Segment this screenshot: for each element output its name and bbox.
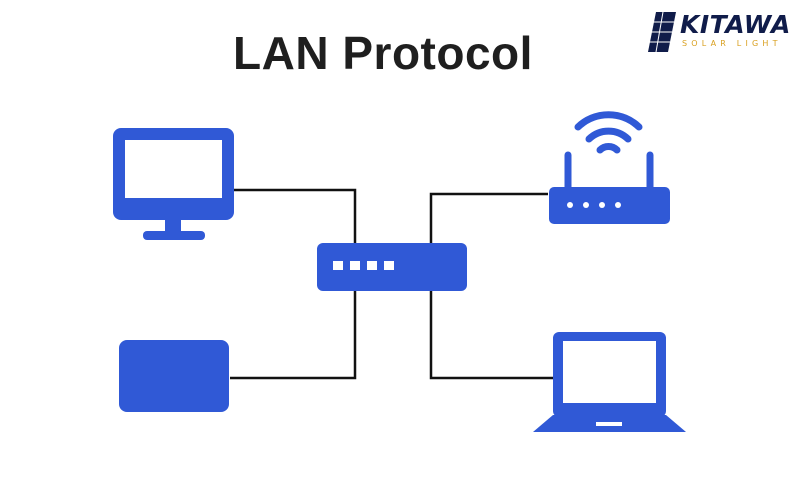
monitor-icon <box>113 128 234 240</box>
link-monitor-switch <box>232 188 357 243</box>
router-icon <box>549 111 670 224</box>
laptop-icon <box>533 332 686 432</box>
solar-panel-icon <box>648 11 676 53</box>
brand-logo: KITAWA SOLAR LIGHT <box>646 8 792 54</box>
switch-icon <box>317 243 467 291</box>
tablet-icon <box>119 340 229 412</box>
link-switch-laptop <box>429 291 553 380</box>
logo-tagline: SOLAR LIGHT <box>682 39 782 48</box>
page-title: LAN Protocol <box>233 27 533 79</box>
logo-wordmark: KITAWA <box>680 10 791 39</box>
link-tablet-switch <box>230 291 357 380</box>
link-switch-router <box>429 192 548 243</box>
